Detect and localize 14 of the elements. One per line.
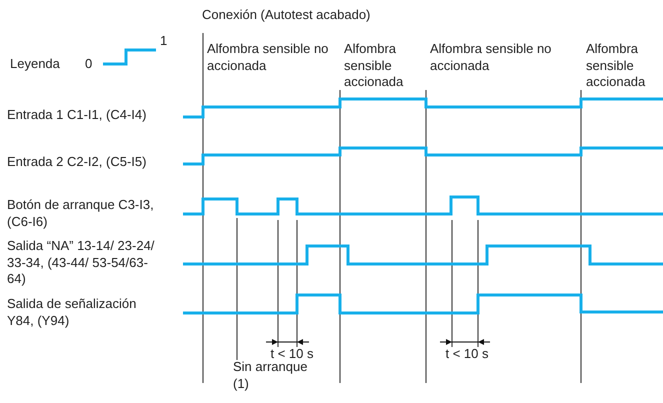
key-title: Leyenda	[10, 56, 61, 72]
signal-label: Botón de arranque C3-I3, (C6-I6)	[7, 197, 155, 230]
signal-label: Entrada 2 C2-I2, (C5-I5)	[7, 154, 148, 170]
signal-label: Salida de señalización Y84, (Y94)	[7, 296, 138, 329]
heading: Conexión (Autotest acabado)	[202, 7, 372, 24]
state-label: Alfombra sensible accionada	[586, 41, 646, 90]
time-label: t < 10 s	[444, 346, 490, 362]
state-label: Alfombra sensible accionada	[344, 41, 404, 90]
signal-label: Salida “NA” 13-14/ 23-24/ 33-34, (43-44/ 53-54/63-64)	[7, 238, 156, 288]
signal-label: Entrada 1 C1-I1, (C4-I4)	[7, 107, 148, 124]
state-label: Alfombra sensible no accionada	[207, 41, 329, 74]
state-label: Alfombra sensible no accionada	[430, 41, 552, 74]
level-label: 0	[85, 56, 94, 72]
level-label: 1	[160, 33, 168, 50]
